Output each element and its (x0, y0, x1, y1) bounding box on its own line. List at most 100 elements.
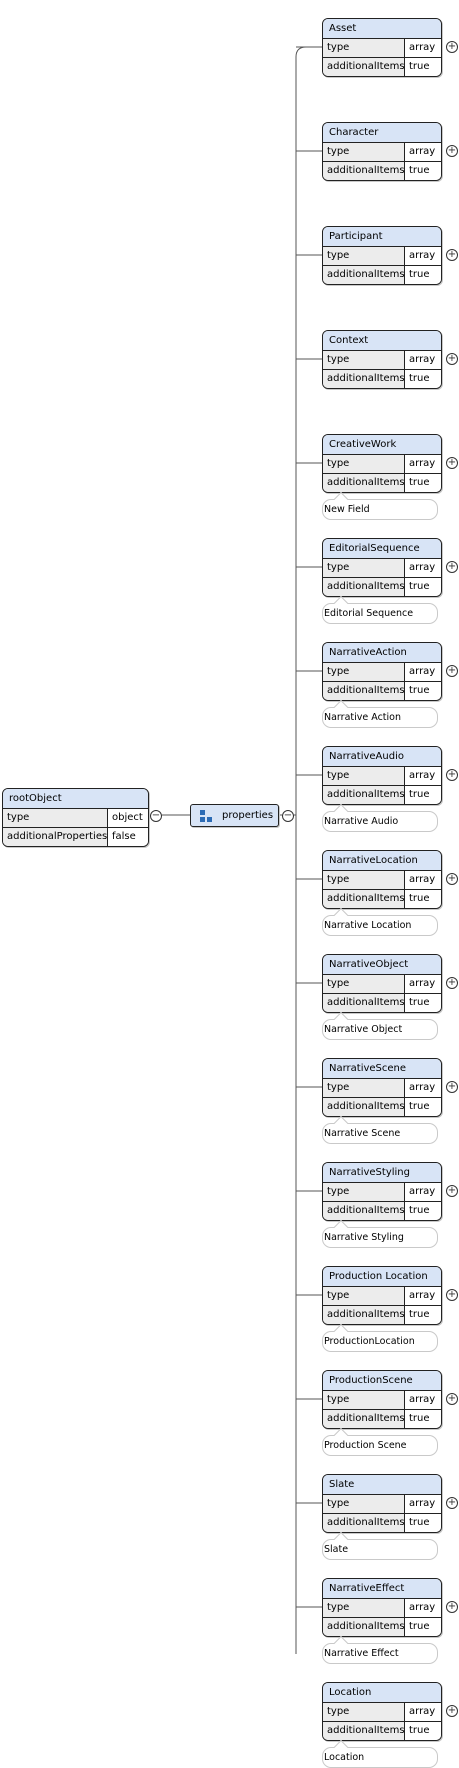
annotation-narrativeaction: Narrative Action (322, 699, 438, 728)
expand-toggle-location[interactable]: + (446, 1705, 458, 1717)
type-key: type (323, 663, 405, 681)
expand-toggle-slate[interactable]: + (446, 1497, 458, 1509)
additional-items-key: additionalItems (323, 1098, 405, 1116)
additional-items-key: additionalItems (323, 578, 405, 596)
type-key: type (323, 1599, 405, 1617)
type-value: array (405, 1079, 441, 1097)
annotation-narrativescene: Narrative Scene (322, 1115, 438, 1144)
property-title: Production Location (323, 1267, 441, 1287)
properties-collapse-toggle[interactable]: − (282, 810, 294, 822)
sequence-compositor-icon (200, 810, 212, 822)
property-title: EditorialSequence (323, 539, 441, 559)
root-object-node[interactable]: rootObject type object additionalPropert… (2, 788, 149, 847)
annotation-text: Narrative Object (324, 1024, 403, 1035)
annotation-narrativelocation: Narrative Location (322, 907, 438, 936)
additional-items-value: true (405, 266, 441, 284)
root-collapse-toggle[interactable]: − (150, 810, 162, 822)
type-value: array (405, 1183, 441, 1201)
root-row-additional-properties: additionalProperties false (3, 827, 148, 846)
expand-toggle-character[interactable]: + (446, 145, 458, 157)
expand-toggle-creativework[interactable]: + (446, 457, 458, 469)
additional-items-key: additionalItems (323, 1514, 405, 1532)
expand-toggle-production-location[interactable]: + (446, 1289, 458, 1301)
additional-items-key: additionalItems (323, 1202, 405, 1220)
expand-toggle-asset[interactable]: + (446, 41, 458, 53)
annotation-text: Narrative Styling (324, 1232, 404, 1243)
type-key: type (323, 1391, 405, 1409)
type-key: type (323, 143, 405, 161)
expand-toggle-editorialsequence[interactable]: + (446, 561, 458, 573)
property-title: Slate (323, 1475, 441, 1495)
additional-items-value: true (405, 578, 441, 596)
type-key: type (323, 351, 405, 369)
expand-toggle-narrativeaction[interactable]: + (446, 665, 458, 677)
expand-toggle-participant[interactable]: + (446, 249, 458, 261)
additional-items-key: additionalItems (323, 1410, 405, 1428)
additional-items-key: additionalItems (323, 1306, 405, 1324)
expand-toggle-narrativescene[interactable]: + (446, 1081, 458, 1093)
root-additional-properties-value: false (108, 828, 148, 846)
additional-items-key: additionalItems (323, 1722, 405, 1740)
additional-items-value: true (405, 1514, 441, 1532)
property-title: NarrativeObject (323, 955, 441, 975)
annotation-production-location: ProductionLocation (322, 1323, 438, 1352)
type-value: array (405, 1703, 441, 1721)
annotation-text: Location (324, 1752, 365, 1763)
expand-toggle-narrativeeffect[interactable]: + (446, 1601, 458, 1613)
expand-toggle-narrativeobject[interactable]: + (446, 977, 458, 989)
additional-items-key: additionalItems (323, 162, 405, 180)
type-value: array (405, 559, 441, 577)
expand-toggle-narrativelocation[interactable]: + (446, 873, 458, 885)
expand-toggle-narrativeaudio[interactable]: + (446, 769, 458, 781)
annotation-location: Location (322, 1739, 438, 1768)
type-value: array (405, 1391, 441, 1409)
annotation-text: Narrative Audio (324, 816, 399, 827)
properties-node[interactable]: properties (190, 804, 279, 827)
annotation-narrativeaudio: Narrative Audio (322, 803, 438, 832)
property-title: Asset (323, 19, 441, 39)
expand-toggle-productionscene[interactable]: + (446, 1393, 458, 1405)
additional-items-value: true (405, 1098, 441, 1116)
expand-toggle-narrativestyling[interactable]: + (446, 1185, 458, 1197)
expand-toggle-context[interactable]: + (446, 353, 458, 365)
type-key: type (323, 559, 405, 577)
annotation-creativework: New Field (322, 491, 438, 520)
additional-items-key: additionalItems (323, 994, 405, 1012)
